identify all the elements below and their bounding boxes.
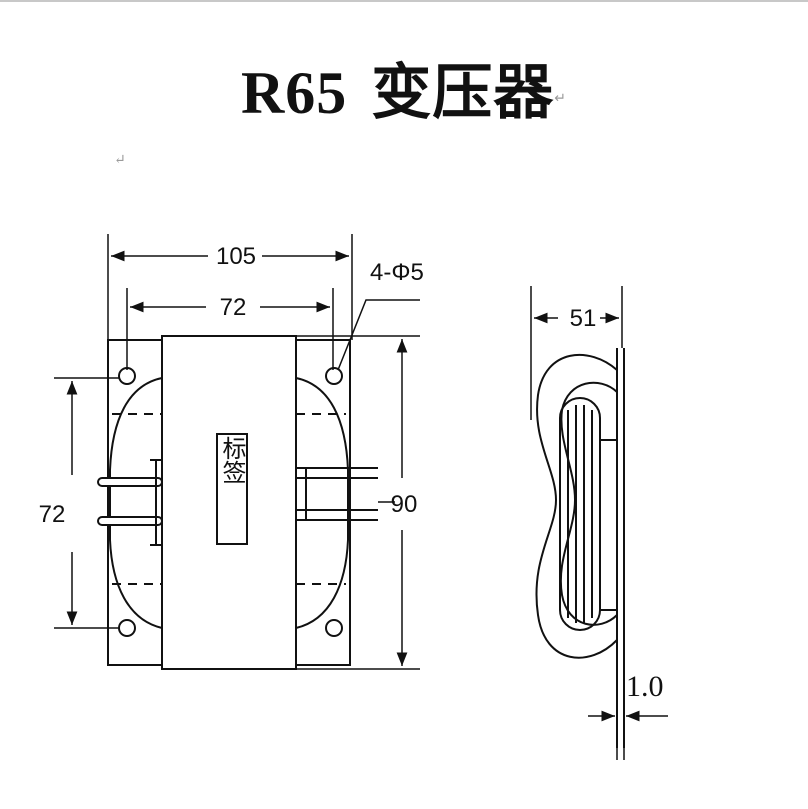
coil-inner-ring (559, 381, 618, 626)
side-view (535, 348, 625, 748)
page-title: R65 变压器↵ (0, 44, 808, 131)
left-pin-lower (97, 516, 163, 526)
front-extension-lines (54, 234, 420, 670)
dim-hole-label: 4-Φ5 (370, 259, 424, 286)
top-divider (0, 0, 808, 2)
coil-window (559, 397, 601, 631)
left-bracket (107, 339, 163, 666)
label-text: 标签 (218, 436, 246, 484)
left-coil-outline (109, 377, 163, 629)
hole-bottom-left (118, 619, 136, 637)
hole-top-left (118, 367, 136, 385)
front-view (97, 335, 378, 670)
title-name: 变压器 (371, 60, 555, 126)
left-pin-upper (97, 477, 163, 487)
right-bracket (295, 339, 351, 666)
title-model: R65 (240, 60, 348, 126)
side-dim-width: 51 (570, 305, 597, 332)
paragraph-mark-icon: ↵ (114, 152, 126, 168)
side-extension-lines (530, 286, 625, 760)
right-coil-outline (295, 377, 349, 629)
label-box (216, 433, 248, 545)
dim-hole-spacing-y: 72 (39, 501, 66, 528)
hole-top-right (325, 367, 343, 385)
return-mark-icon: ↵ (554, 91, 568, 107)
hole-bottom-right (325, 619, 343, 637)
side-dim-thickness: 1.0 (626, 670, 664, 703)
dim-height: 90 (391, 491, 418, 518)
coil-outer (535, 353, 618, 659)
dim-hole-spacing-x: 72 (220, 294, 247, 321)
dim-overall-width: 105 (216, 243, 256, 270)
